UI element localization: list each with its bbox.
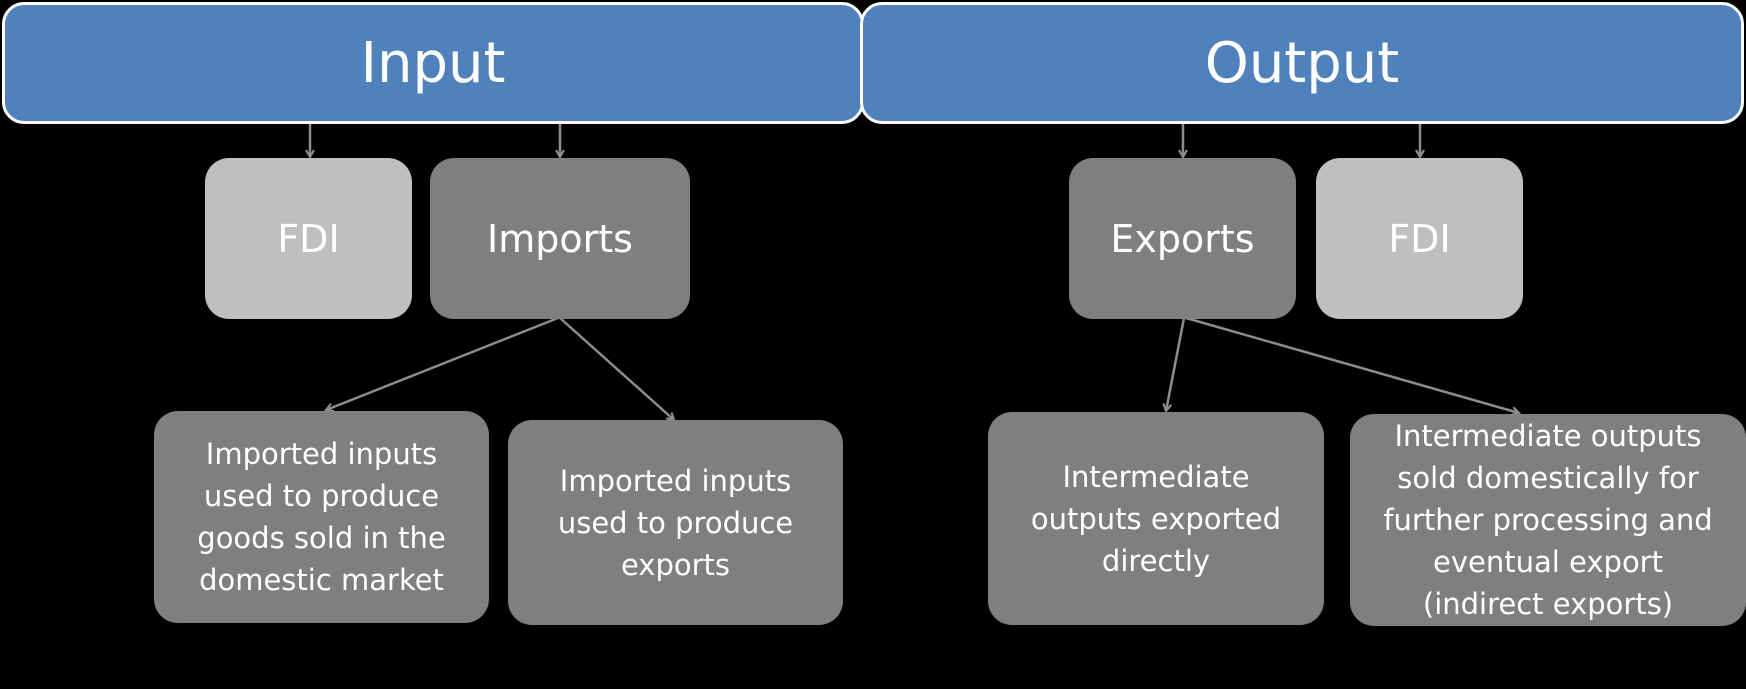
- imported-inputs-exports-box: Imported inputs used to produce exports: [508, 420, 843, 625]
- exports-box: Exports: [1069, 158, 1296, 319]
- arrow-imports-to-domestic: [326, 316, 559, 410]
- arrow-imports-to-exports: [559, 317, 674, 420]
- intermediate-outputs-direct-label: Intermediate outputs exported directly: [1030, 459, 1282, 578]
- intermediate-outputs-indirect-box: Intermediate outputs sold domestically f…: [1350, 414, 1746, 626]
- imported-inputs-exports-label: Imported inputs used to produce exports: [557, 463, 794, 582]
- input-header: Input: [2, 2, 864, 124]
- intermediate-outputs-indirect-label: Intermediate outputs sold domestically f…: [1383, 419, 1713, 621]
- output-fdi-label: FDI: [1388, 216, 1451, 261]
- input-fdi-box: FDI: [205, 158, 412, 319]
- output-header-label: Output: [1204, 30, 1400, 96]
- input-fdi-label: FDI: [277, 216, 340, 261]
- output-fdi-box: FDI: [1316, 158, 1523, 319]
- arrow-exports-to-indirect: [1185, 316, 1519, 413]
- arrow-exports-to-direct: [1166, 317, 1186, 411]
- imported-inputs-domestic-box: Imported inputs used to produce goods so…: [154, 411, 489, 623]
- imports-box: Imports: [430, 158, 690, 319]
- intermediate-outputs-direct-box: Intermediate outputs exported directly: [988, 412, 1324, 625]
- imported-inputs-domestic-label: Imported inputs used to produce goods so…: [197, 437, 446, 597]
- input-header-label: Input: [360, 30, 506, 96]
- output-header: Output: [860, 2, 1744, 124]
- imports-label: Imports: [487, 216, 633, 261]
- exports-label: Exports: [1110, 216, 1255, 261]
